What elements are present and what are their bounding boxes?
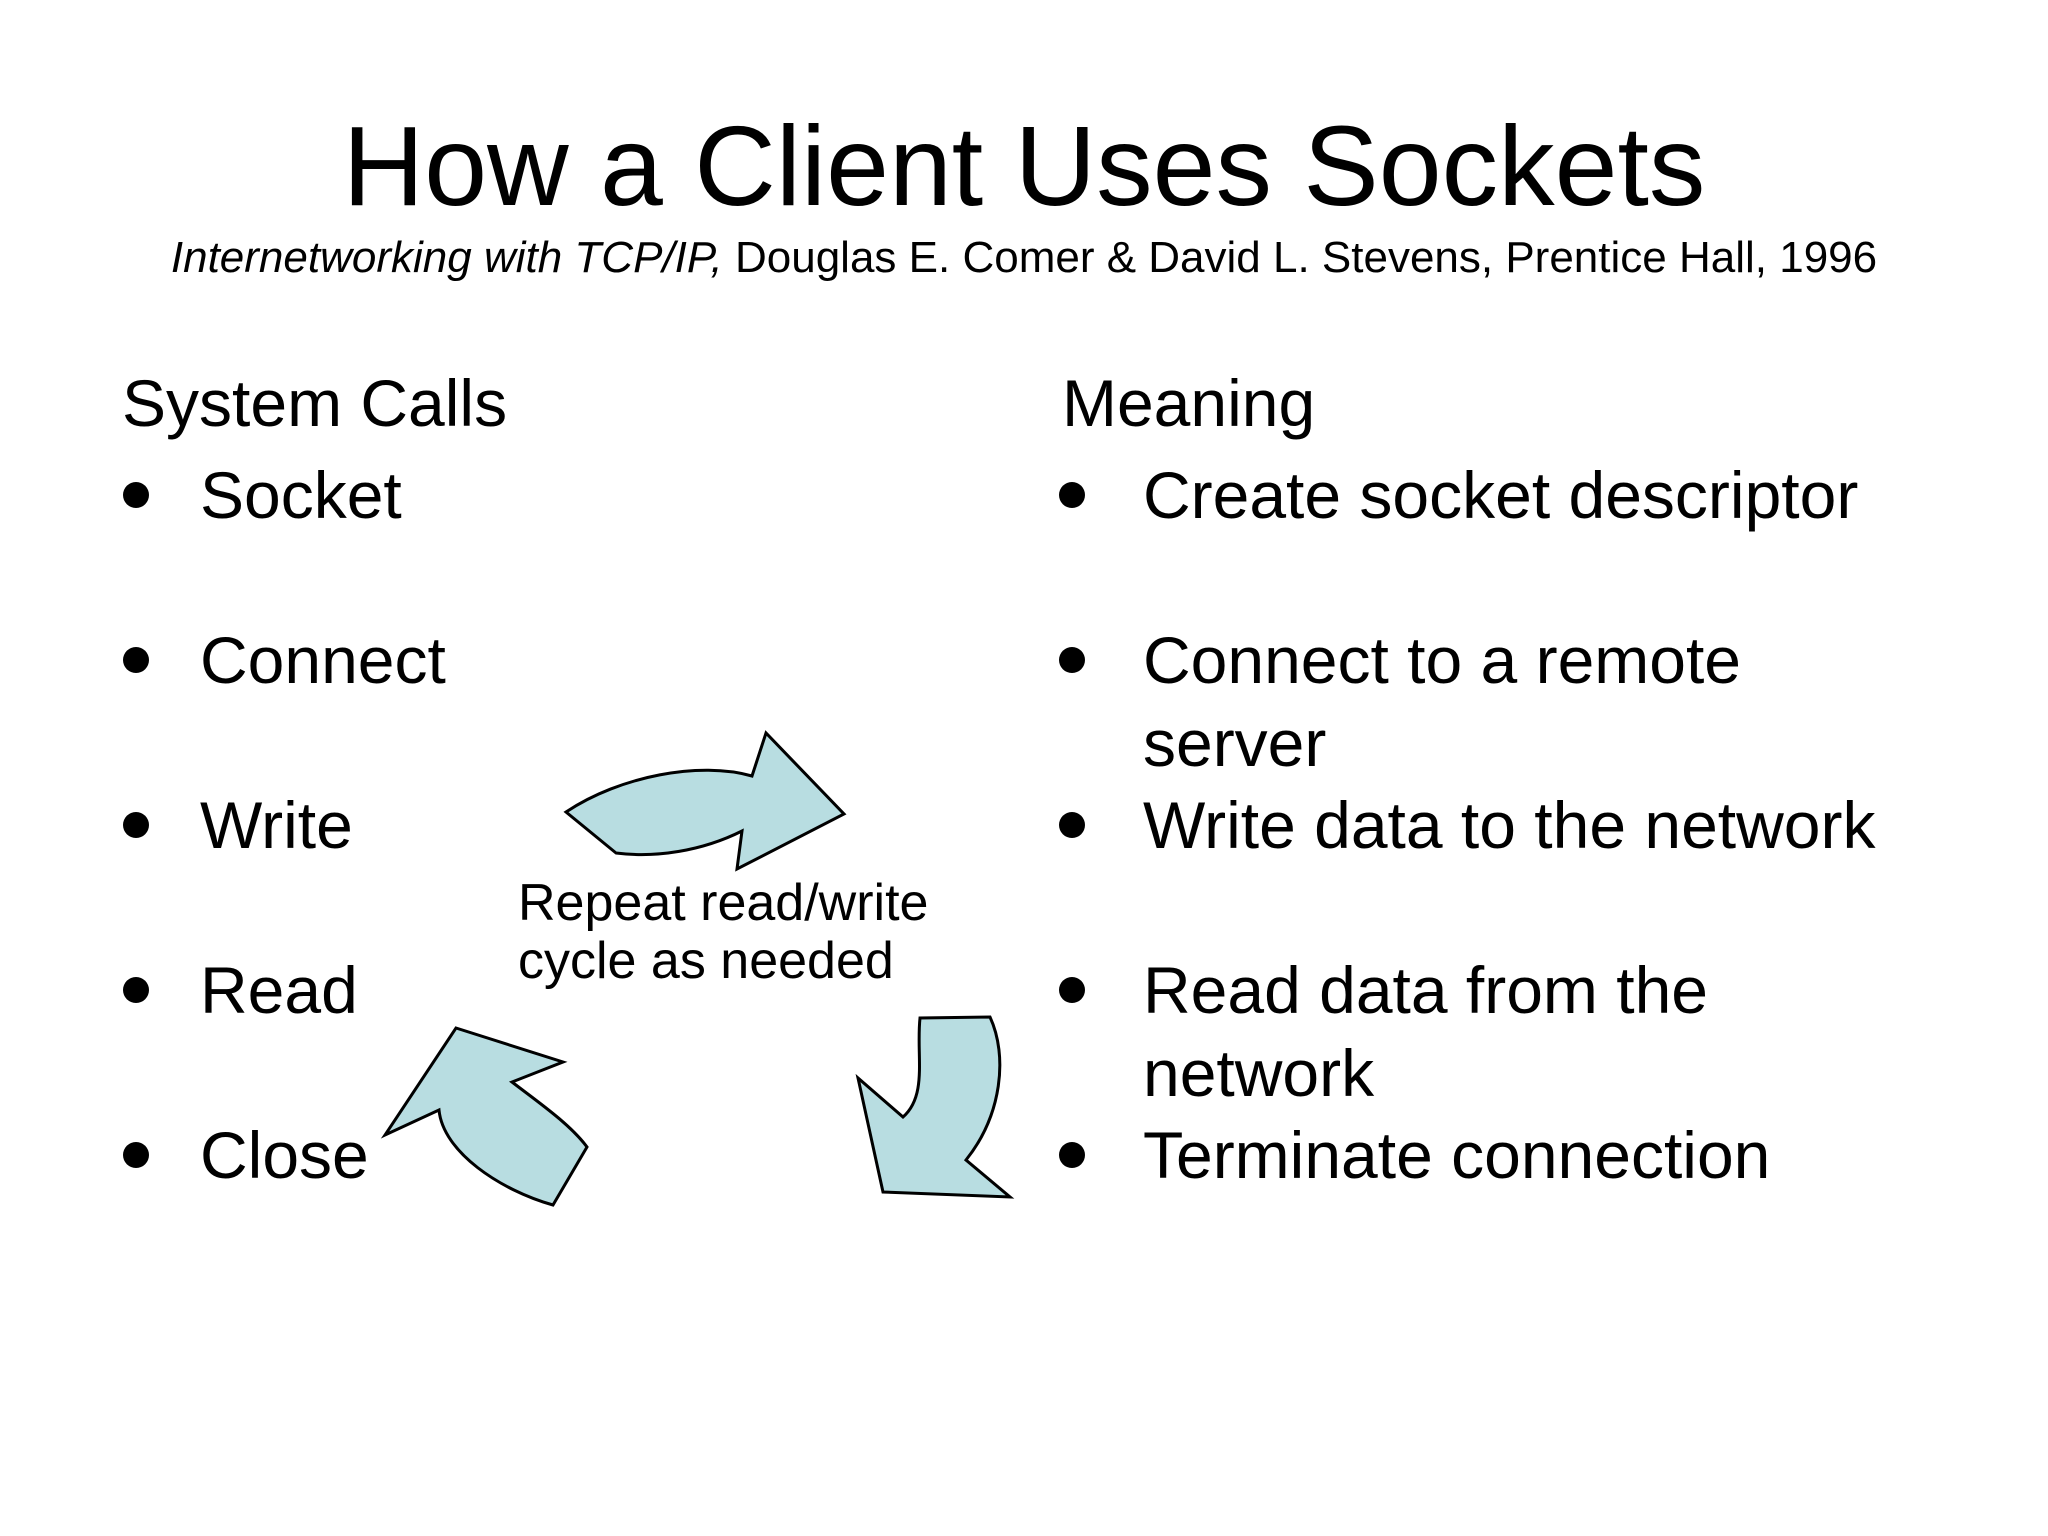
bullet-dot-icon xyxy=(123,812,149,838)
bullet-item: Read xyxy=(122,949,982,1114)
bullet-dot-icon xyxy=(1059,977,1085,1003)
bullet-item: Socket xyxy=(122,454,982,619)
bullet-item: Close xyxy=(122,1114,982,1279)
system-calls-heading: System Calls xyxy=(122,366,508,440)
bullet-item-text: Read xyxy=(200,953,358,1027)
bullet-item-text: Create socket descriptor xyxy=(1143,458,1859,532)
bullet-item: Create socket descriptor xyxy=(1059,454,1992,619)
slide-subtitle: Internetworking with TCP/IP, Douglas E. … xyxy=(0,228,2048,288)
bullet-item-text: Write xyxy=(200,788,353,862)
bullet-item-text: Socket xyxy=(200,458,402,532)
bullet-item: Terminate connection xyxy=(1059,1114,1992,1279)
bullet-item: Write xyxy=(122,784,982,949)
bullet-dot-icon xyxy=(123,977,149,1003)
bullet-dot-icon xyxy=(123,482,149,508)
meaning-heading: Meaning xyxy=(1062,366,1316,440)
slide-title: How a Client Uses Sockets xyxy=(342,103,1706,229)
subtitle-book-title: Internetworking with TCP/IP, xyxy=(170,233,723,282)
bullet-dot-icon xyxy=(123,647,149,673)
bullet-dot-icon xyxy=(1059,647,1085,673)
bullet-item: Connect xyxy=(122,619,982,784)
bullet-item-text: Write data to the network xyxy=(1143,788,1876,862)
bullet-dot-icon xyxy=(1059,482,1085,508)
bullet-item: Write data to the network xyxy=(1059,784,1992,949)
bullet-dot-icon xyxy=(1059,812,1085,838)
bullet-item-text: Close xyxy=(200,1118,369,1192)
bullet-dot-icon xyxy=(1059,1142,1085,1168)
bullet-dot-icon xyxy=(123,1142,149,1168)
bullet-item-text: Connect xyxy=(200,623,446,697)
subtitle-authors: Douglas E. Comer & David L. Stevens, Pre… xyxy=(722,233,1878,282)
bullet-item-text: Terminate connection xyxy=(1143,1118,1771,1192)
